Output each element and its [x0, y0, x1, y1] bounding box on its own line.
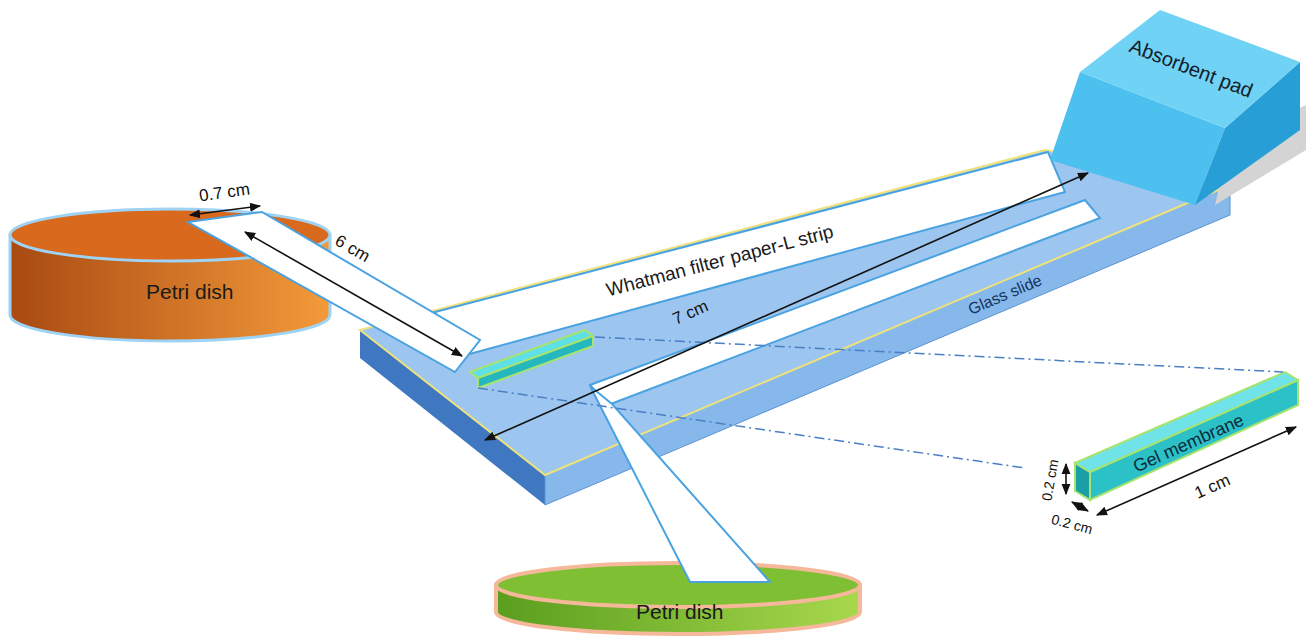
part-name: Petri dish [146, 280, 234, 304]
absorbent-pad [1050, 10, 1300, 205]
dimension-label: 0.7 cm [197, 180, 250, 206]
part-label-box: Petri dish [143, 279, 237, 305]
dimension-label: 0.2 cm [1050, 511, 1095, 537]
dimension-label: 0.2 cm [1038, 458, 1061, 502]
gel-membrane-large [1075, 372, 1298, 500]
filter-paper-strip [188, 152, 1100, 582]
dimension-arrow [190, 173, 1296, 515]
gel-membrane-small [470, 330, 593, 388]
part-name: Petri dish [636, 600, 724, 624]
dimension-label: 1 cm [1191, 470, 1233, 503]
petri-dish-green [496, 563, 860, 634]
part-label-box: Petri dish [633, 599, 727, 625]
